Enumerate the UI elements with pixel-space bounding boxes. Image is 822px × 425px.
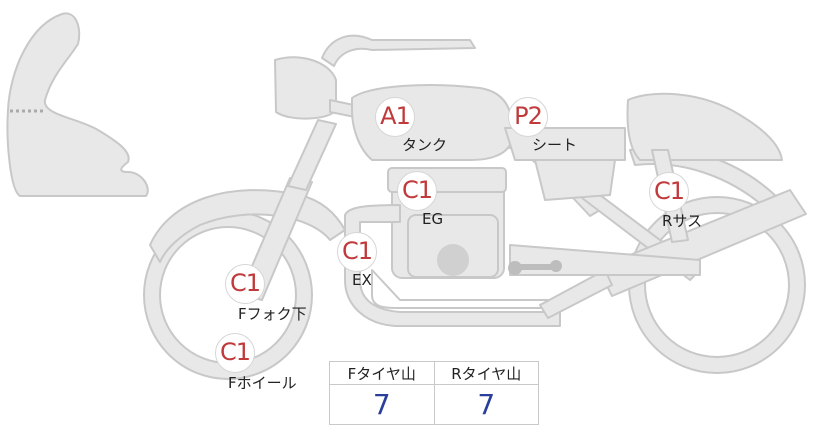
muffler-link (539, 269, 613, 319)
marker-front-fork: C1 (225, 264, 265, 304)
marker-rear-suspension: C1 (649, 172, 689, 212)
marker-exhaust: C1 (337, 232, 377, 272)
marker-seat: P2 (508, 97, 548, 137)
fork-upper (287, 119, 337, 191)
footpeg (515, 264, 559, 270)
marker-front-wheel: C1 (215, 333, 255, 373)
seat (504, 127, 626, 161)
label-exhaust: EX (352, 271, 372, 289)
side-cover (534, 159, 616, 201)
footpeg-end-left (508, 261, 522, 275)
label-engine: EG (422, 210, 444, 228)
engine-cover (437, 244, 469, 276)
tire-tread-table: Fタイヤ山 Rタイヤ山 7 7 (329, 360, 539, 425)
fairing-shape (6, 12, 149, 197)
footpeg-end-right (550, 260, 562, 272)
marker-tank: A1 (375, 97, 415, 137)
tail-cowl (626, 92, 783, 161)
headlight (274, 56, 337, 120)
rear-tread-value: 7 (433, 384, 539, 425)
label-tank: タンク (402, 136, 448, 154)
front-tread-value: 7 (329, 384, 435, 425)
rear-tread-header: Rタイヤ山 (433, 360, 539, 386)
front-tread-header: Fタイヤ山 (329, 360, 435, 386)
label-seat: シート (532, 136, 578, 154)
handlebar (321, 34, 476, 67)
label-rear-suspension: Rサス (662, 212, 703, 230)
label-front-wheel: Fホイール (228, 374, 297, 392)
marker-engine: C1 (397, 171, 437, 211)
exhaust-header (344, 204, 561, 327)
label-front-fork: Fフォク下 (238, 305, 307, 323)
